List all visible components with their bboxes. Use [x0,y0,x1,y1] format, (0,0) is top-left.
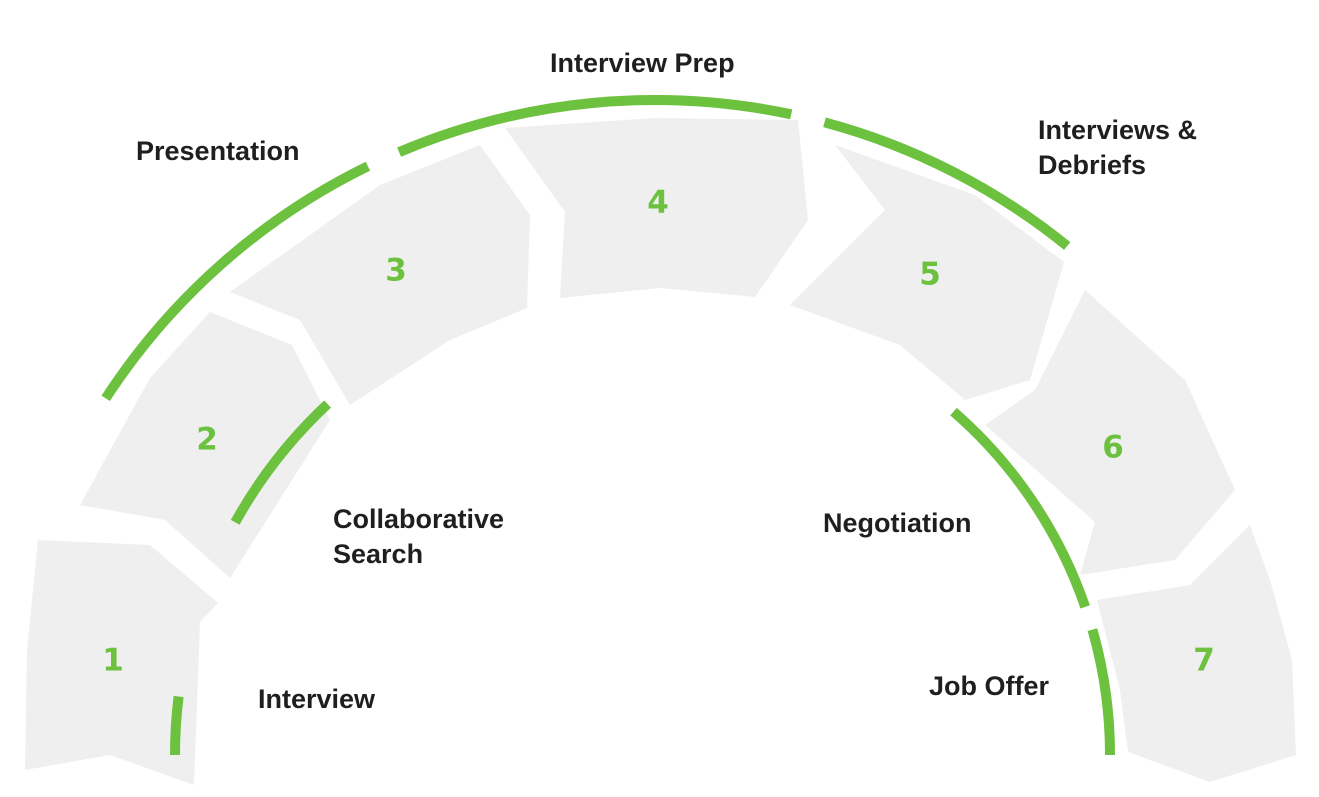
segment-4 [505,118,808,298]
step-label-3: Presentation [136,136,300,166]
step-label-1: Interview [258,684,376,714]
step-label-3-line-1: Presentation [136,136,300,166]
segment-number-3: 3 [385,253,407,289]
segment-3 [230,145,530,405]
segment-number-6: 6 [1102,430,1124,466]
accent-arc-6 [950,407,1090,609]
segments-layer [25,118,1296,785]
segment-1 [25,540,218,785]
accent-arc-2 [230,400,332,525]
step-label-5-line-1: Interviews & [1038,115,1197,145]
segment-7 [1097,525,1296,782]
accent-arc-1 [170,695,184,756]
step-label-6-line-1: Negotiation [823,508,972,538]
step-label-2-line-2: Search [333,539,423,569]
step-label-4: Interview Prep [550,48,735,78]
accent-arc-3 [101,161,371,402]
step-label-1-line-1: Interview [258,684,376,714]
segment-number-1: 1 [102,643,124,679]
accent-arc-5 [823,117,1071,250]
accent-arc-7 [1087,628,1116,756]
segment-number-2: 2 [196,422,218,458]
segment-5 [790,145,1064,400]
step-label-5: Interviews & Debriefs [1038,115,1197,180]
step-label-7-line-1: Job Offer [929,671,1050,701]
segment-numbers-layer: 1 2 3 4 5 6 7 [102,185,1215,679]
step-label-2-line-1: Collaborative [333,504,504,534]
step-label-7: Job Offer [929,671,1050,701]
accent-arcs-layer [101,95,1116,756]
segment-number-4: 4 [647,185,669,221]
segment-6 [985,290,1235,575]
segment-number-7: 7 [1193,643,1215,679]
segment-number-5: 5 [919,257,941,293]
accent-arc-4 [397,95,793,157]
step-label-4-line-1: Interview Prep [550,48,735,78]
step-label-5-line-2: Debriefs [1038,150,1146,180]
step-label-6: Negotiation [823,508,972,538]
segment-2 [80,312,330,578]
